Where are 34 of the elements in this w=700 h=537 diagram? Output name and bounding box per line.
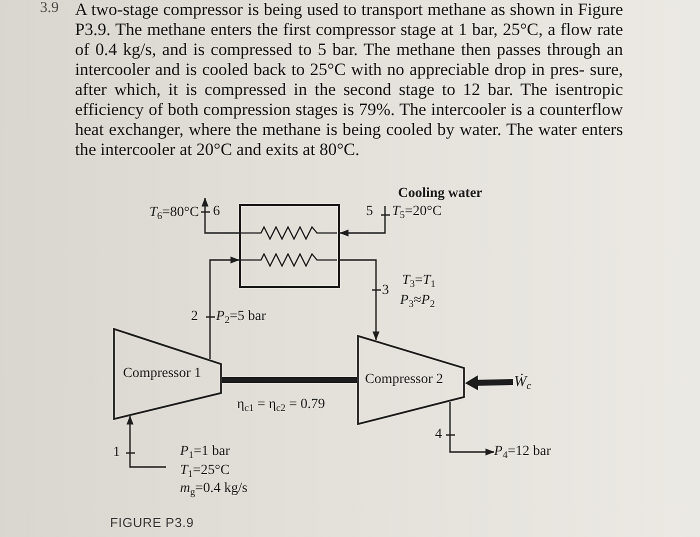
- shaft-line: [222, 377, 357, 383]
- problem-statement: A two-stage compressor is being used to transport methane as shown in Figure P3.9. The methane enters the first compressor stage at 1 bar, 25°C, a flow rate of 0.4 kg/s, and is compressed to 5 bar. The methane then passes through an intercooler and is cooled back to 25°C with no appreciable drop in pres- sure, after which, it is compressed in the second stage to 12 bar. The isentropic efficiency of both compression stages is 79%. The intercooler is a counterflow heat exchanger, where the methane is being cooled by water. The water enters the intercooler at 20°C and exits at 80°C.: [75, 0, 623, 160]
- state-number: 1: [113, 445, 120, 461]
- state-number: 4: [435, 427, 442, 443]
- state-number: 3: [382, 283, 389, 299]
- state-number: 5: [366, 204, 373, 220]
- power-arrow: [465, 375, 514, 390]
- problem-number: 3.9: [40, 0, 59, 16]
- efficiency-label: η$_{c1}$ = η$_{c2}$ = 0.79: [237, 397, 325, 413]
- compressor-label: Compressor 2: [365, 372, 444, 388]
- state-condition: T$_{6}$=80°C: [149, 205, 199, 221]
- figure-caption: FIGURE P3.9: [110, 515, 194, 531]
- flow-arrow: [340, 259, 380, 340]
- flow-arrow: [126, 416, 166, 468]
- compressor-trapezoid: [113, 328, 222, 420]
- state-number: 2: [191, 309, 198, 325]
- work-input-label: Ẇ$_{c}$: [514, 374, 532, 390]
- state-condition: T$_{3}$=T$_{1}$: [402, 273, 436, 289]
- compressor-label: Compressor 1: [123, 366, 202, 382]
- compressor-trapezoid: [357, 335, 465, 425]
- flow-arrow: [202, 198, 239, 234]
- stream-label: Cooling water: [398, 186, 482, 202]
- state-condition: P$_{4}$=12 bar: [494, 444, 551, 460]
- state-condition: m$_{g}$=0.4 kg/s: [180, 481, 248, 497]
- state-condition: P$_{2}$=5 bar: [216, 309, 266, 325]
- flow-arrow: [209, 256, 240, 359]
- flow-arrow: [449, 402, 494, 456]
- state-condition: T$_{5}$=20°C: [392, 204, 442, 220]
- intercooler-box: [239, 204, 340, 288]
- flow-arrow: [340, 206, 386, 236]
- state-number: 6: [213, 204, 220, 220]
- state-condition: P$_{3}$≈P$_{2}$: [400, 293, 435, 309]
- state-condition: P$_{1}$=1 bar: [180, 444, 230, 460]
- state-condition: T$_{1}$=25°C: [180, 463, 230, 479]
